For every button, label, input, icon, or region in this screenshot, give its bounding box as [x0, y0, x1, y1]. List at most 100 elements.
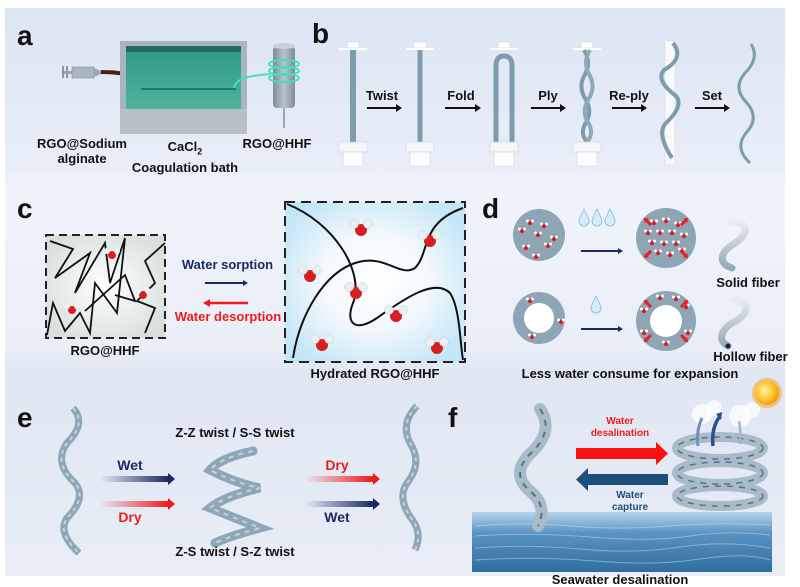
desalination-illustration	[472, 378, 782, 572]
droplet-icons-solid	[578, 208, 616, 227]
stage-twisted	[405, 41, 435, 167]
figure-canvas: a	[5, 8, 788, 587]
arrow-wet-right-shaft	[305, 501, 373, 507]
arrow-dry-right-head	[373, 473, 380, 485]
dry-network-box	[45, 234, 166, 339]
caption-syringe: RGO@Sodium alginate	[37, 136, 127, 166]
arrow-twist	[367, 104, 402, 112]
caption-solid-fiber: Solid fiber	[716, 275, 780, 290]
label-wet-left: Wet	[117, 457, 143, 473]
panel-c: c	[5, 183, 466, 381]
step-label-set: Set	[701, 88, 723, 103]
label-water-desorption: Water desorption	[174, 309, 282, 324]
arrow-solid-expansion	[581, 248, 623, 254]
caption-bath-formula: CaCl	[167, 139, 198, 154]
caption-syringe-line1: RGO@Sodium	[37, 136, 127, 151]
panel-label-f: f	[448, 402, 458, 433]
caption-bath-subscript: 2	[197, 146, 203, 157]
panel-e: e	[5, 378, 425, 576]
arrow-water-desorption	[203, 299, 248, 307]
vapor-clouds	[692, 400, 760, 427]
arrow-wet-left-head	[168, 473, 175, 485]
stage-untwisted	[338, 41, 368, 167]
relaxed-yarn-right	[399, 403, 422, 552]
arrow-reply	[612, 104, 647, 112]
arrow-wet-left-shaft	[100, 476, 168, 482]
arrow-wet-right-head	[373, 498, 380, 510]
step-label-ply: Ply	[538, 88, 558, 103]
panel-a: a	[5, 8, 312, 178]
hydrated-network-box	[284, 201, 466, 363]
droplet-icon-hollow	[590, 295, 602, 314]
label-water-capture-line1: Water	[616, 490, 644, 501]
caption-syringe-line2: alginate	[57, 151, 107, 166]
panel-d: d	[470, 183, 788, 382]
sea-surface	[472, 512, 772, 572]
relaxed-yarn-left	[58, 405, 83, 556]
rope-in-seawater	[514, 403, 552, 532]
caption-less-water: Less water consume for expansion	[521, 366, 739, 381]
solid-fiber-dry-cross-section	[513, 209, 565, 261]
caption-bath: CaCl2 Coagulation bath	[130, 139, 240, 175]
label-dry-right: Dry	[325, 457, 349, 473]
label-water-capture-line2: capture	[611, 502, 649, 513]
coiled-yarn-center	[201, 446, 275, 548]
label-water-desalination: Water desalination	[580, 416, 660, 440]
collection-spool-icon	[268, 43, 300, 128]
hydration-illustration	[45, 201, 466, 363]
fiber-expansion-illustration	[513, 208, 750, 351]
hollow-fiber-icon	[718, 294, 750, 350]
solid-fiber-icon	[718, 217, 749, 272]
label-water-sorption: Water sorption	[181, 257, 274, 272]
stage-plied	[572, 41, 602, 167]
arrow-dry-left-head	[168, 498, 175, 510]
actuation-illustration	[58, 403, 422, 556]
panel-label-e: e	[17, 402, 33, 433]
caption-spool: RGO@HHF	[242, 136, 312, 151]
caption-zs-sz-twist: Z-S twist / S-Z twist	[175, 544, 295, 559]
label-dry-left: Dry	[118, 509, 142, 525]
label-water-desalination-line2: desalination	[590, 428, 650, 439]
caption-hollow-fiber: Hollow fiber	[713, 349, 788, 364]
arrow-fold	[445, 104, 481, 112]
step-label-reply: Re-ply	[609, 88, 649, 103]
step-label-twist: Twist	[365, 88, 399, 103]
panel-label-a: a	[17, 20, 33, 51]
caption-zz-ss-twist: Z-Z twist / S-S twist	[175, 425, 295, 440]
twisting-process-illustration	[338, 40, 756, 167]
panel-label-b: b	[312, 18, 330, 49]
panel-label-c: c	[17, 193, 33, 224]
arrow-ply	[531, 104, 566, 112]
label-wet-right: Wet	[324, 509, 350, 525]
panel-f: f	[430, 376, 785, 587]
label-water-desalination-line1: Water	[606, 416, 634, 427]
arrow-hollow-expansion	[581, 326, 623, 332]
caption-bath-line2: Coagulation bath	[131, 159, 239, 175]
sun-icon	[752, 378, 782, 408]
label-water-capture: Water capture	[590, 490, 670, 514]
wave-lines	[474, 523, 771, 564]
arrow-dry-right-shaft	[305, 476, 373, 482]
stage-mandrel	[659, 40, 681, 166]
panel-label-d: d	[482, 193, 500, 224]
arrow-dry-left-shaft	[100, 501, 168, 507]
panel-b: b	[300, 8, 785, 178]
caption-hydrated-rgo-hhf: Hydrated RGO@HHF	[310, 366, 440, 381]
arrow-water-capture	[576, 468, 668, 491]
step-label-fold: Fold	[447, 88, 475, 103]
stage-folded	[489, 41, 519, 167]
hollow-fiber-wet-cross-section	[636, 291, 696, 351]
syringe-icon	[62, 66, 101, 79]
coagulation-bath	[120, 41, 247, 134]
hollow-fiber-dry-cross-section	[513, 292, 565, 344]
spinning-setup-illustration	[62, 41, 300, 134]
stage-set-helix	[737, 43, 756, 165]
arrow-water-sorption	[205, 280, 248, 286]
vapor-arrows	[696, 412, 742, 447]
arrow-water-desalination	[576, 442, 668, 465]
caption-rgo-hhf: RGO@HHF	[70, 343, 140, 358]
coiled-rope-drying	[672, 432, 768, 511]
arrow-set	[695, 104, 730, 112]
solid-fiber-wet-cross-section	[636, 208, 696, 268]
hhf-fiber	[233, 73, 271, 89]
